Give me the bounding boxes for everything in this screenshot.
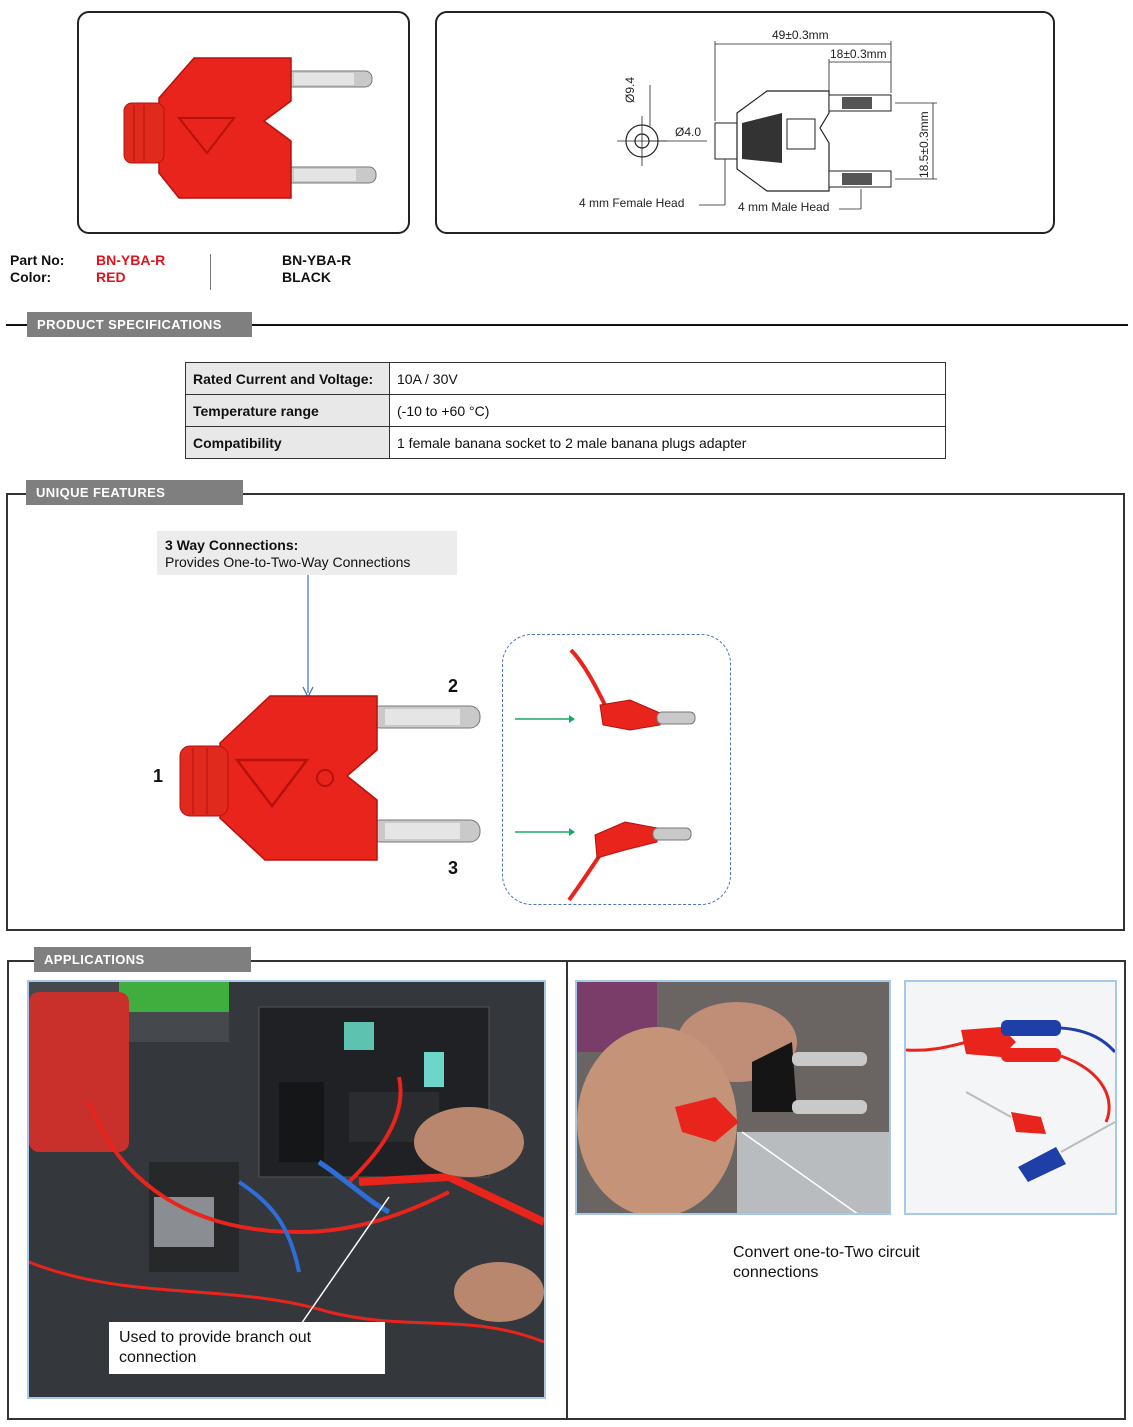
dimension-drawing [617,41,937,210]
caption-branch-out: Used to provide branch out connection [109,1322,385,1374]
test-leads-photo [904,980,1117,1215]
spec-value: 1 female banana socket to 2 male banana … [389,426,946,459]
plug-detail-box [502,634,731,905]
green-arrow-icon [515,715,575,723]
dim-outer-diameter: Ø9.4 [623,76,637,103]
features-frame [6,493,1125,931]
features-callout: 3 Way Connections: Provides One-to-Two-W… [157,531,457,575]
connection-number-3: 3 [448,858,459,878]
spec-key: Rated Current and Voltage: [185,362,390,395]
test-lead-plug-icon [567,821,692,902]
part-no-label: Part No: [10,252,65,268]
spec-key: Compatibility [185,426,390,459]
connection-number-2: 2 [448,676,459,696]
callout-title: 3 Way Connections: [165,537,299,553]
hand-adapter-image-icon [577,982,889,1213]
color-red: RED [96,269,126,285]
callout-arrow-icon [302,575,314,699]
table-row: Compatibility 1 female banana socket to … [185,426,946,459]
spec-key: Temperature range [185,394,390,427]
dimension-drawing-frame: 49±0.3mm 18±0.3mm Ø9.4 Ø4.0 18.5±0.3mm 4… [435,11,1055,234]
color-label: Color: [10,269,52,285]
applications-header: APPLICATIONS [34,947,251,972]
connection-number-1: 1 [153,766,164,786]
product-photo-frame [77,11,410,234]
dim-plug-length: 18±0.3mm [830,47,887,61]
dim-inner-diameter: Ø4.0 [675,125,702,139]
hand-adapter-photo [575,980,891,1215]
part-no-black: BN-YBA-R [282,252,352,268]
specs-header: PRODUCT SPECIFICATIONS [27,312,252,337]
adapter-3way-photo-icon [179,695,481,861]
spec-value: (-10 to +60 °C) [389,394,946,427]
dim-pin-spacing: 18.5±0.3mm [917,111,931,178]
callout-text: Provides One-to-Two-Way Connections [165,554,411,570]
test-lead-plug-icon [569,648,696,731]
applications-divider [566,960,568,1420]
label-female-head: 4 mm Female Head [579,196,685,210]
specs-header-line [6,324,1128,326]
table-row: Rated Current and Voltage: 10A / 30V [185,362,946,395]
green-arrow-icon [515,828,575,836]
part-no-red: BN-YBA-R [96,252,166,268]
caption-one-to-two: Convert one-to-Two circuit connections [733,1244,920,1281]
dim-total-length: 49±0.3mm [772,28,829,42]
label-male-head: 4 mm Male Head [738,200,830,214]
features-header: UNIQUE FEATURES [26,480,243,505]
color-black: BLACK [282,269,331,285]
table-row: Temperature range (-10 to +60 °C) [185,394,946,427]
spec-value: 10A / 30V [389,362,946,395]
part-info-divider [210,254,211,290]
adapter-photo-icon [123,57,377,199]
test-leads-image-icon [906,982,1115,1213]
spec-table: Rated Current and Voltage: 10A / 30V Tem… [185,362,946,459]
